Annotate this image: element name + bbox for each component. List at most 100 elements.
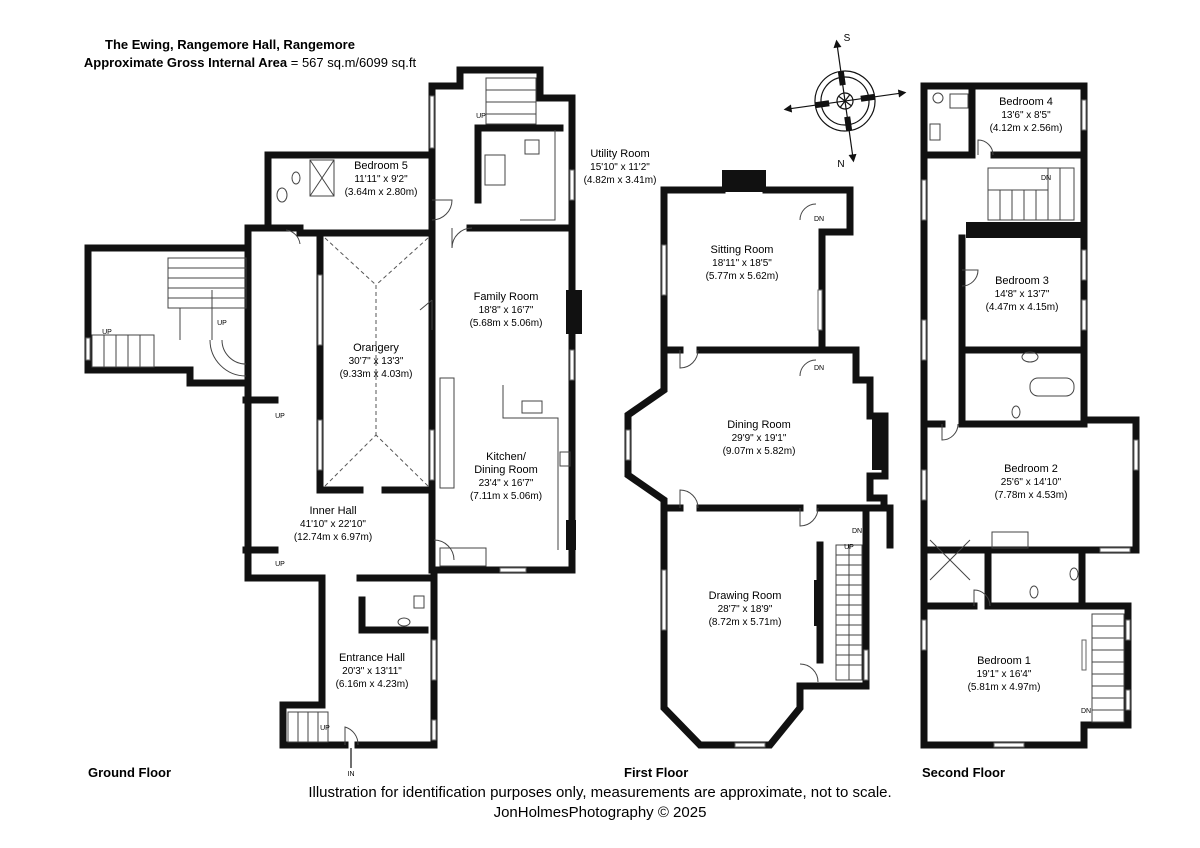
up-marker: UP	[844, 544, 854, 551]
entrance-imperial: 20'3" x 13'11"	[342, 666, 402, 677]
utility-name: Utility Room	[590, 148, 649, 160]
bedroom3-imperial: 14'8" x 13'7"	[995, 289, 1050, 300]
sitting-metric: (5.77m x 5.62m)	[706, 271, 779, 282]
gross-area-label: Approximate Gross Internal Area	[83, 55, 288, 70]
orangery-roof-lines	[324, 237, 429, 487]
bedroom4-metric: (4.12m x 2.56m)	[990, 123, 1063, 134]
first-floor-stair	[835, 544, 863, 681]
utility-counter	[520, 130, 556, 221]
bedroom2-name: Bedroom 2	[1004, 463, 1058, 475]
kitchen-counter	[502, 385, 559, 550]
drawing-room-chimney	[814, 580, 822, 626]
dining-metric: (9.07m x 5.82m)	[723, 446, 796, 457]
sitting-room-chimney	[722, 170, 766, 192]
up-marker: UP	[275, 561, 285, 568]
ensuite-wc-2	[1029, 585, 1039, 599]
entrance-hall-east-wall	[244, 66, 576, 749]
bedroom3-name: Bedroom 3	[995, 275, 1049, 287]
ground-secondary-stair	[91, 334, 155, 368]
family-room-chimney	[566, 290, 582, 334]
second-floor-landing-wall	[966, 222, 1084, 238]
gross-area: Approximate Gross Internal Area = 567 sq…	[40, 54, 460, 72]
compass-rose	[783, 39, 907, 163]
bath-wc	[1011, 405, 1021, 419]
gross-area-value: = 567 sq.m/6099 sq.ft	[290, 55, 417, 70]
ensuite-shower	[309, 159, 335, 197]
up-marker: UP	[476, 113, 486, 120]
wc-cistern	[929, 123, 941, 141]
innerhall-imperial: 41'10" x 22'10"	[300, 519, 366, 530]
bedroom5-name: Bedroom 5	[354, 160, 408, 172]
innerhall-metric: (12.74m x 6.97m)	[294, 532, 372, 543]
kitchen-name-1: Kitchen/	[486, 451, 527, 463]
second-floor-plan: Bedroom 4 13'6" x 8'5" (4.12m x 2.56m) B…	[920, 82, 1140, 749]
dining-room-chimney	[872, 418, 888, 470]
up-marker: UP	[275, 413, 285, 420]
first-floor-label: First Floor	[624, 765, 689, 780]
ensuite-basin-2	[1069, 567, 1079, 581]
entrance-stair	[287, 711, 329, 743]
kitchen-range	[566, 520, 576, 550]
sitting-imperial: 18'11" x 18'5"	[712, 258, 772, 269]
ground-wc-toilet	[397, 617, 411, 627]
orangery-name: Orangery	[353, 342, 399, 354]
in-marker: IN	[348, 771, 355, 778]
plan-title: The Ewing, Rangemore Hall, Rangemore	[105, 37, 355, 52]
front-door-swing	[344, 726, 359, 746]
family-imperial: 18'8" x 16'7"	[479, 305, 534, 316]
up-marker: UP	[102, 329, 112, 336]
orangery-imperial: 30'7" x 13'3"	[349, 356, 404, 367]
shower-tray	[949, 93, 969, 109]
bedroom2-imperial: 25'6" x 14'10"	[1001, 477, 1062, 488]
down-marker: DN	[852, 528, 862, 535]
entrance-name: Entrance Hall	[339, 652, 405, 664]
kitchen-unit	[439, 547, 487, 567]
dining-name: Dining Room	[727, 419, 791, 431]
bedroom3-metric: (4.47m x 4.15m)	[986, 302, 1059, 313]
bedroom5-imperial: 11'11" x 9'2"	[354, 174, 408, 185]
bedroom4-imperial: 13'6" x 8'5"	[1001, 110, 1051, 121]
disclaimer: Illustration for identification purposes…	[308, 784, 892, 801]
down-marker: DN	[814, 365, 824, 372]
dining-imperial: 29'9" x 19'1"	[732, 433, 787, 444]
second-floor-stair	[987, 167, 1075, 221]
bedroom1-stair	[1091, 613, 1125, 723]
ground-floor-label: Ground Floor	[88, 765, 172, 780]
second-floor-label: Second Floor	[922, 765, 1006, 780]
main-bath	[1029, 377, 1075, 397]
west-annex-wall	[84, 244, 252, 387]
sitting-name: Sitting Room	[711, 244, 774, 256]
first-floor-outer-wall	[624, 186, 889, 749]
orangery-metric: (9.33m x 4.03m)	[340, 369, 413, 380]
kitchen-sink	[521, 400, 543, 414]
bedroom4-name: Bedroom 4	[999, 96, 1053, 108]
utility-unit	[484, 154, 506, 186]
down-marker: DN	[814, 216, 824, 223]
credit: JonHolmesPhotography © 2025	[493, 804, 707, 821]
window	[317, 274, 323, 346]
drawing-name: Drawing Room	[709, 590, 782, 602]
kitchen-metric: (7.11m x 5.06m)	[470, 491, 542, 502]
utility-imperial: 15'10" x 11'2"	[590, 162, 650, 173]
second-floor-outer-wall	[920, 82, 1140, 749]
ground-main-stair	[167, 257, 247, 377]
kitchen-imperial: 23'4" x 16'7"	[479, 478, 534, 489]
bath-basin	[1021, 351, 1039, 363]
entrance-metric: (6.16m x 4.23m)	[336, 679, 409, 690]
family-metric: (5.68m x 5.06m)	[470, 318, 543, 329]
utility-worktop	[524, 139, 540, 155]
hob	[559, 451, 571, 467]
compass-north-label: N	[837, 159, 844, 170]
first-floor-stair-wall	[862, 504, 894, 549]
inner-hall-wall	[244, 232, 349, 749]
ensuite-shower-2	[991, 531, 1029, 549]
bathroom-basin	[932, 92, 944, 104]
innerhall-name: Inner Hall	[309, 505, 356, 517]
first-floor-plan: Sitting Room 18'11" x 18'5" (5.77m x 5.6…	[624, 170, 894, 749]
bedroom1-imperial: 19'1" x 16'4"	[977, 669, 1032, 680]
bedroom2-metric: (7.78m x 4.53m)	[995, 490, 1068, 501]
bedroom5-basin	[276, 187, 288, 203]
utility-metric: (4.82m x 3.41m)	[584, 175, 657, 186]
bedroom5-toilet	[291, 171, 301, 185]
